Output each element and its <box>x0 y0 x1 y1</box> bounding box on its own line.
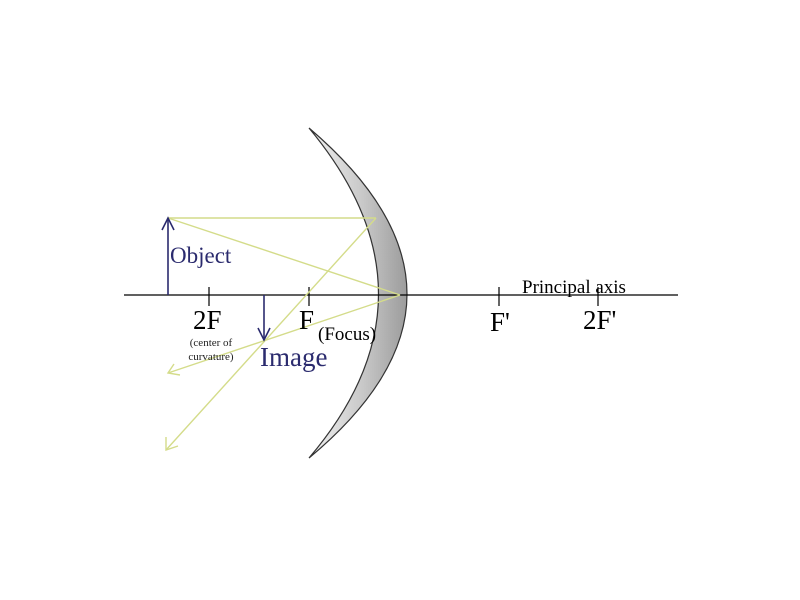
label-f: F <box>299 305 315 335</box>
image-arrow <box>257 295 271 342</box>
label-principal-axis: Principal axis <box>522 277 626 298</box>
label-center-of-curvature: (center of curvature) <box>178 336 244 364</box>
label-2f: 2F <box>193 305 222 335</box>
label-focus: (Focus) <box>318 324 377 345</box>
label-2f-prime: 2F' <box>583 305 617 335</box>
note-line-1: (center of <box>189 337 233 349</box>
object-arrow <box>161 216 175 295</box>
light-rays <box>165 217 401 451</box>
object-label: Object <box>170 243 232 268</box>
note-line-2: curvature) <box>188 351 234 363</box>
label-f-prime: F' <box>490 307 510 337</box>
concave-mirror <box>308 127 408 459</box>
image-label: Image <box>260 342 328 372</box>
